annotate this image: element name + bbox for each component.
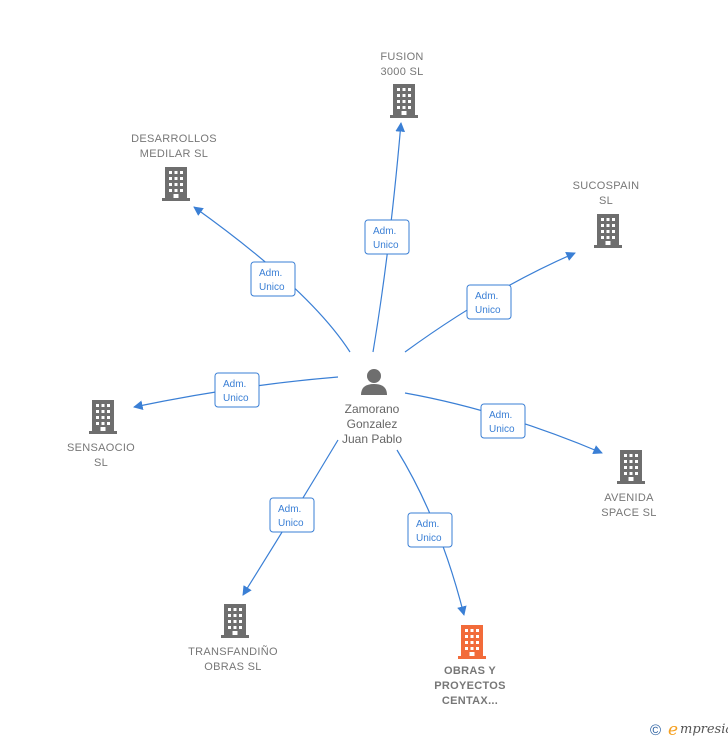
footer-brand[interactable]: © e mpresia <box>650 720 728 740</box>
building-icon <box>458 625 486 659</box>
company-label-line-1: FUSION <box>380 51 423 63</box>
svg-text:Unico: Unico <box>475 305 501 316</box>
company-label-line-2: PROYECTOS <box>434 680 506 692</box>
person-name-line-2: Gonzalez <box>347 417 398 431</box>
company-node-avenida[interactable]: AVENIDA SPACE SL <box>601 450 656 519</box>
company-label-line-1: TRANSFANDIÑO <box>188 645 278 658</box>
svg-text:Unico: Unico <box>223 393 249 404</box>
company-label-line-2: SL <box>599 195 613 207</box>
person-icon <box>361 369 387 395</box>
relation-badge-fusion[interactable]: Adm. Unico <box>364 219 410 255</box>
svg-text:Unico: Unico <box>489 424 515 435</box>
svg-text:Adm.: Adm. <box>373 226 396 237</box>
company-label-line-2: SL <box>94 457 108 469</box>
copyright-icon: © <box>650 722 661 739</box>
company-label-line-1: SUCOSPAIN <box>573 180 640 192</box>
company-node-sucospain[interactable]: SUCOSPAIN SL <box>573 180 640 248</box>
svg-text:Unico: Unico <box>373 240 399 251</box>
brand-initial: e <box>668 720 678 740</box>
relation-badge-transfandino[interactable]: Adm. Unico <box>269 497 315 533</box>
relation-badge-obras[interactable]: Adm. Unico <box>407 512 453 548</box>
svg-text:Adm.: Adm. <box>475 291 498 302</box>
company-node-desarrollos[interactable]: DESARROLLOS MEDILAR SL <box>131 133 217 201</box>
svg-text:Adm.: Adm. <box>278 504 301 515</box>
relation-badge-avenida[interactable]: Adm. Unico <box>480 403 526 439</box>
person-name-line-3: Juan Pablo <box>342 432 402 446</box>
company-label-line-1: SENSAOCIO <box>67 442 135 454</box>
svg-text:Unico: Unico <box>278 518 304 529</box>
edges <box>133 122 603 616</box>
company-node-fusion[interactable]: FUSION 3000 SL <box>380 51 423 118</box>
person-node[interactable]: Zamorano Gonzalez Juan Pablo <box>342 369 402 446</box>
building-icon <box>617 450 645 484</box>
company-label-line-1: AVENIDA <box>604 492 654 504</box>
brand-name: mpresia <box>680 722 728 737</box>
company-label-line-2: SPACE SL <box>601 507 656 519</box>
svg-text:Adm.: Adm. <box>259 268 282 279</box>
company-nodes: FUSION 3000 SL DESARROLLOS MEDILAR SL SU… <box>67 51 656 707</box>
svg-text:Adm.: Adm. <box>489 410 512 421</box>
relation-badge-sensaocio[interactable]: Adm. Unico <box>214 372 260 408</box>
svg-text:Adm.: Adm. <box>416 519 439 530</box>
company-label-line-3: CENTAX... <box>442 695 498 707</box>
building-icon <box>89 400 117 434</box>
company-node-sensaocio[interactable]: SENSAOCIO SL <box>67 400 135 469</box>
svg-text:Unico: Unico <box>259 282 285 293</box>
building-icon <box>594 214 622 248</box>
relation-badge-desarrollos[interactable]: Adm. Unico <box>250 261 296 297</box>
building-icon <box>162 167 190 201</box>
company-label-line-1: OBRAS Y <box>444 665 496 677</box>
svg-text:Unico: Unico <box>416 533 442 544</box>
svg-text:Adm.: Adm. <box>223 379 246 390</box>
building-icon <box>390 84 418 118</box>
person-name-line-1: Zamorano <box>345 402 400 416</box>
badges: Adm. Unico Adm. Unico Adm. Unico Adm. Un… <box>214 219 526 548</box>
building-icon <box>221 604 249 638</box>
company-label-line-2: 3000 SL <box>380 66 423 78</box>
company-label-line-1: DESARROLLOS <box>131 133 217 145</box>
company-node-obras[interactable]: OBRAS Y PROYECTOS CENTAX... <box>434 625 506 707</box>
company-node-transfandino[interactable]: TRANSFANDIÑO OBRAS SL <box>188 604 278 673</box>
company-label-line-2: OBRAS SL <box>204 661 261 673</box>
company-label-line-2: MEDILAR SL <box>140 148 208 160</box>
relation-badge-sucospain[interactable]: Adm. Unico <box>466 284 512 320</box>
